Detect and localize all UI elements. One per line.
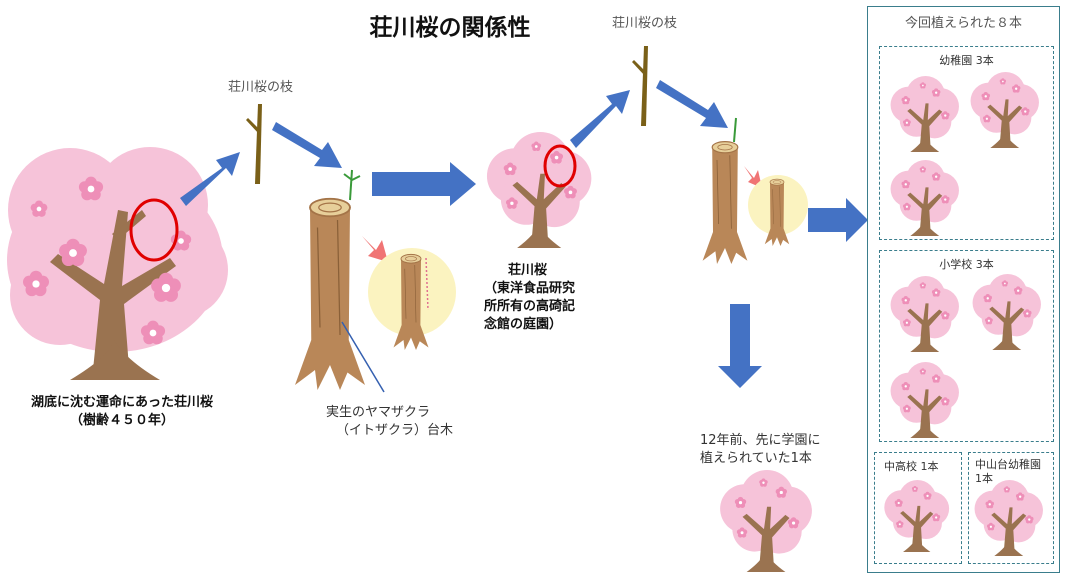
rootstock-stump bbox=[294, 169, 456, 393]
shokawa-label: 荘川桜 （東洋食品研究 所所有の高碕記 念館の庭園） bbox=[484, 263, 576, 332]
origin-label: 湖底に沈む運命にあった荘川桜 （樹齢４５０年） bbox=[30, 395, 213, 428]
branch-icon-1 bbox=[246, 104, 262, 184]
kindergarten-label: 幼稚園 3本 bbox=[939, 54, 994, 67]
planted-group-box bbox=[867, 6, 1060, 573]
earlier-planted-tree bbox=[720, 470, 812, 572]
grafted-stump-2 bbox=[701, 117, 808, 264]
middle-high-box bbox=[874, 452, 962, 564]
branch-highlight-circle bbox=[129, 198, 179, 262]
branch-label-1: 荘川桜の枝 bbox=[228, 80, 294, 95]
rootstock-label: 実生のヤマザクラ （イトザクラ）台木 bbox=[326, 405, 454, 438]
planted-header: 今回植えられた８本 bbox=[904, 16, 1022, 31]
origin-tree bbox=[7, 147, 228, 380]
flow-arrows bbox=[180, 80, 868, 388]
branch-label-2: 荘川桜の枝 bbox=[612, 16, 678, 31]
nakayamadai-label: 中山台幼稚園 1本 bbox=[975, 458, 1041, 485]
elementary-box bbox=[879, 250, 1054, 442]
kindergarten-box bbox=[879, 46, 1054, 240]
branch-icon-2 bbox=[632, 46, 648, 126]
shokawa-tree bbox=[487, 132, 591, 248]
nakayamadai-box bbox=[968, 452, 1054, 564]
page-title: 荘川桜の関係性 bbox=[369, 15, 531, 41]
earlier-label: 12年前、先に学園に 植えられていた1本 bbox=[700, 433, 821, 466]
elementary-label: 小学校 3本 bbox=[939, 258, 994, 271]
middle-high-label: 中高校 1本 bbox=[884, 460, 939, 473]
